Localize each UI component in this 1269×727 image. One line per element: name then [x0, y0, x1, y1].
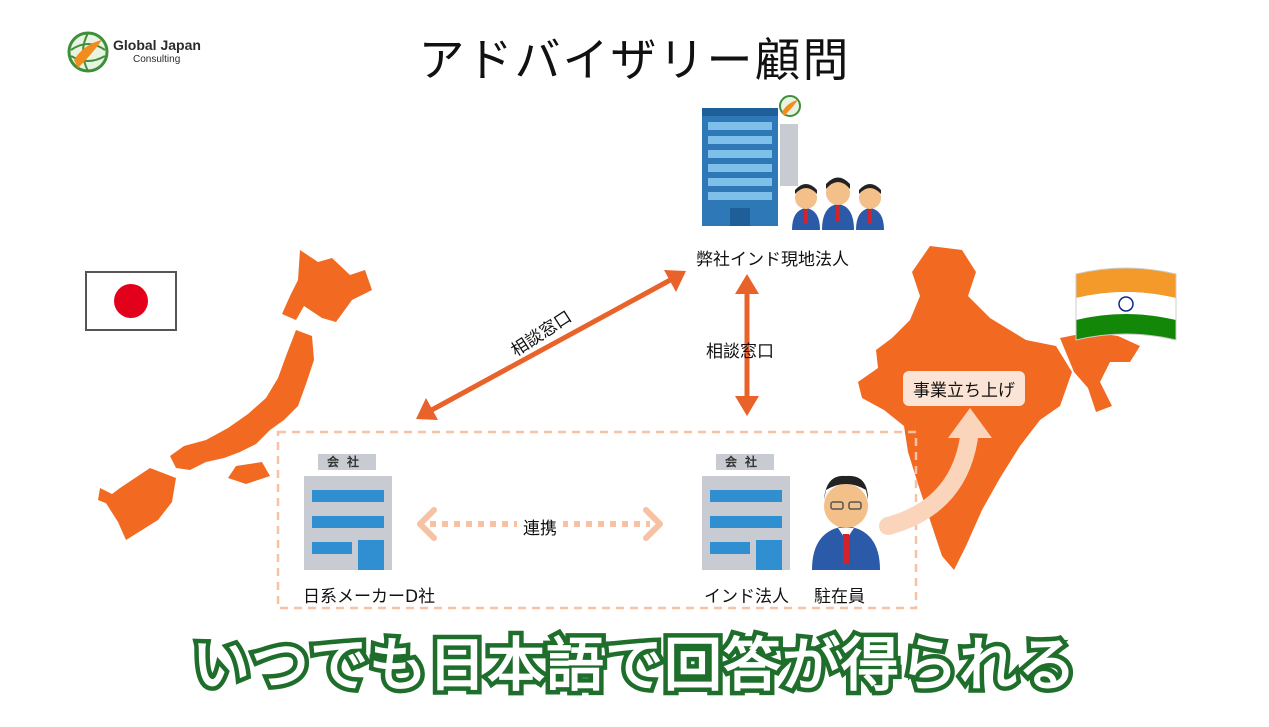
- business-launch-badge: 事業立ち上げ: [903, 371, 1025, 406]
- globe-logo-icon: [67, 31, 109, 73]
- staff-group-icon: [792, 177, 884, 230]
- hq-label: 弊社インド現地法人: [696, 250, 849, 270]
- india-company-building-icon: [702, 454, 790, 570]
- japan-flag-icon: [85, 271, 177, 331]
- diagonal-double-arrow: [416, 270, 686, 420]
- bottom-banner: いつでも日本語で回答が得られる: [187, 627, 1080, 704]
- india-entity-label: インド法人: [704, 587, 789, 607]
- logo-text: Global Japan: [113, 37, 201, 53]
- vertical-double-arrow: [735, 274, 759, 416]
- logo-subtext: Consulting: [133, 54, 181, 65]
- india-flag-icon: [1075, 267, 1177, 341]
- japan-company-label: 日系メーカーD社: [303, 587, 436, 607]
- expat-label: 駐在員: [814, 587, 865, 607]
- india-map-icon: [858, 246, 1140, 570]
- curved-arrow: [879, 408, 992, 535]
- dashed-group-box: [276, 430, 918, 610]
- company-sign: 会社: [724, 455, 765, 469]
- page-title: アドバイザリー顧問: [418, 33, 851, 87]
- office-building-icon: [702, 95, 801, 226]
- link-label: 連携: [517, 514, 563, 539]
- expat-employee-icon: [812, 475, 880, 570]
- vertical-arrow-label: 相談窓口: [706, 342, 774, 362]
- company-sign: 会社: [326, 455, 367, 469]
- japan-company-building-icon: [304, 454, 392, 570]
- japan-map-icon: [98, 250, 372, 540]
